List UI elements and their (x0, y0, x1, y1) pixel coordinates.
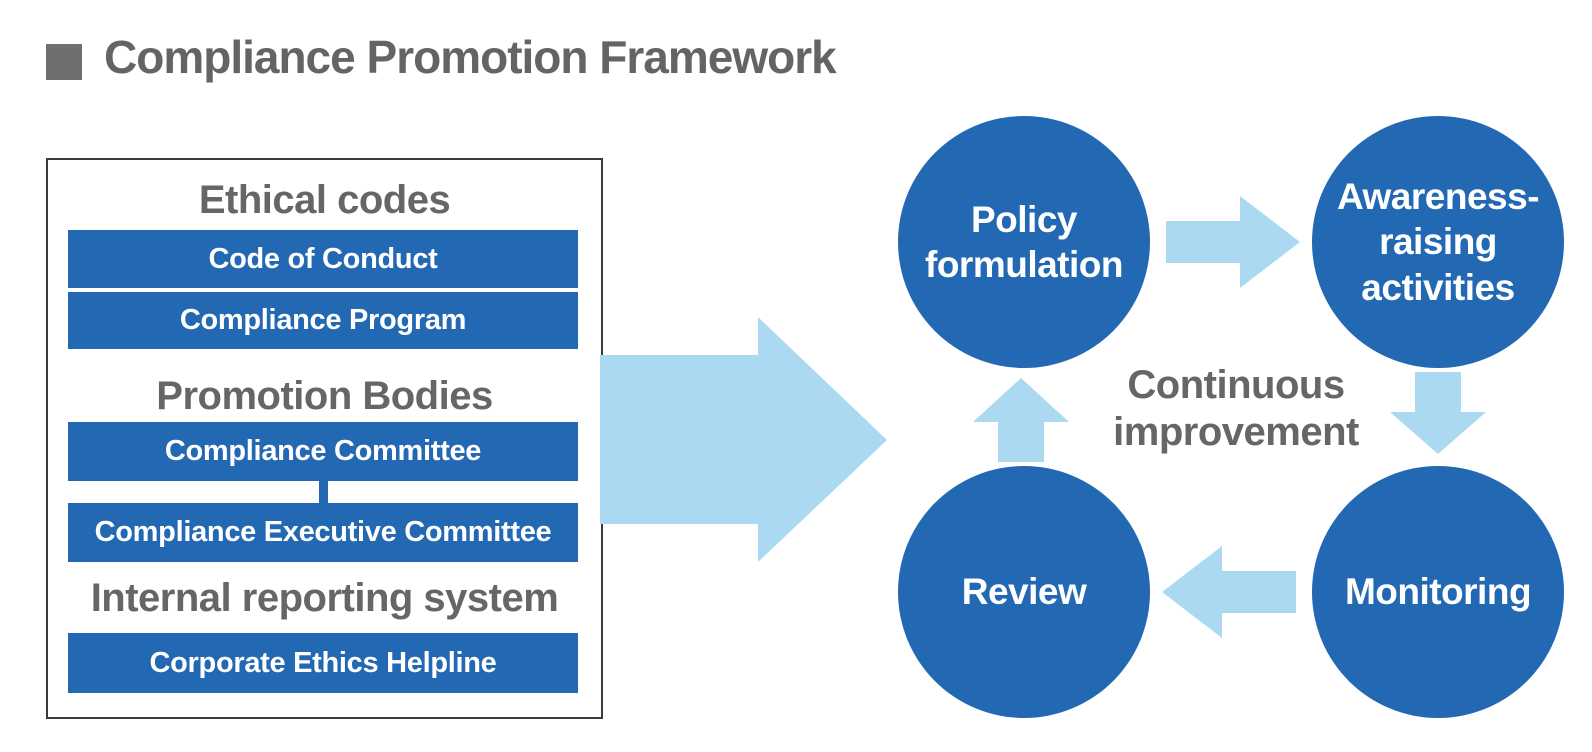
cycle-center-label: Continuous improvement (1113, 363, 1359, 455)
section-heading-promotion-bodies: Promotion Bodies (156, 374, 493, 418)
cycle-node-awareness-raising-activities: Awareness- raising activities (1312, 116, 1564, 368)
item-bar-compliance-program: Compliance Program (68, 292, 578, 349)
cycle-node-monitoring: Monitoring (1312, 466, 1564, 718)
section-heading-internal-reporting-system: Internal reporting system (90, 576, 559, 620)
item-bar-compliance-executive-committee: Compliance Executive Committee (68, 503, 578, 562)
cycle-arrow-left-icon (1162, 546, 1296, 638)
title-square-bullet-icon (46, 44, 82, 80)
page-title: Compliance Promotion Framework (104, 31, 837, 83)
flow-arrow-right-icon (600, 317, 887, 562)
section-heading-ethical-codes: Ethical codes (198, 178, 451, 222)
item-bar-corporate-ethics-helpline: Corporate Ethics Helpline (68, 633, 578, 693)
cycle-node-policy-formulation: Policy formulation (898, 116, 1150, 368)
item-bar-code-of-conduct: Code of Conduct (68, 230, 578, 288)
cycle-arrow-right-icon (1166, 196, 1300, 288)
item-bar-compliance-committee: Compliance Committee (68, 422, 578, 481)
cycle-node-review: Review (898, 466, 1150, 718)
committee-connector-line (319, 481, 328, 503)
framework-panel: Ethical codes Code of Conduct Compliance… (46, 158, 603, 719)
